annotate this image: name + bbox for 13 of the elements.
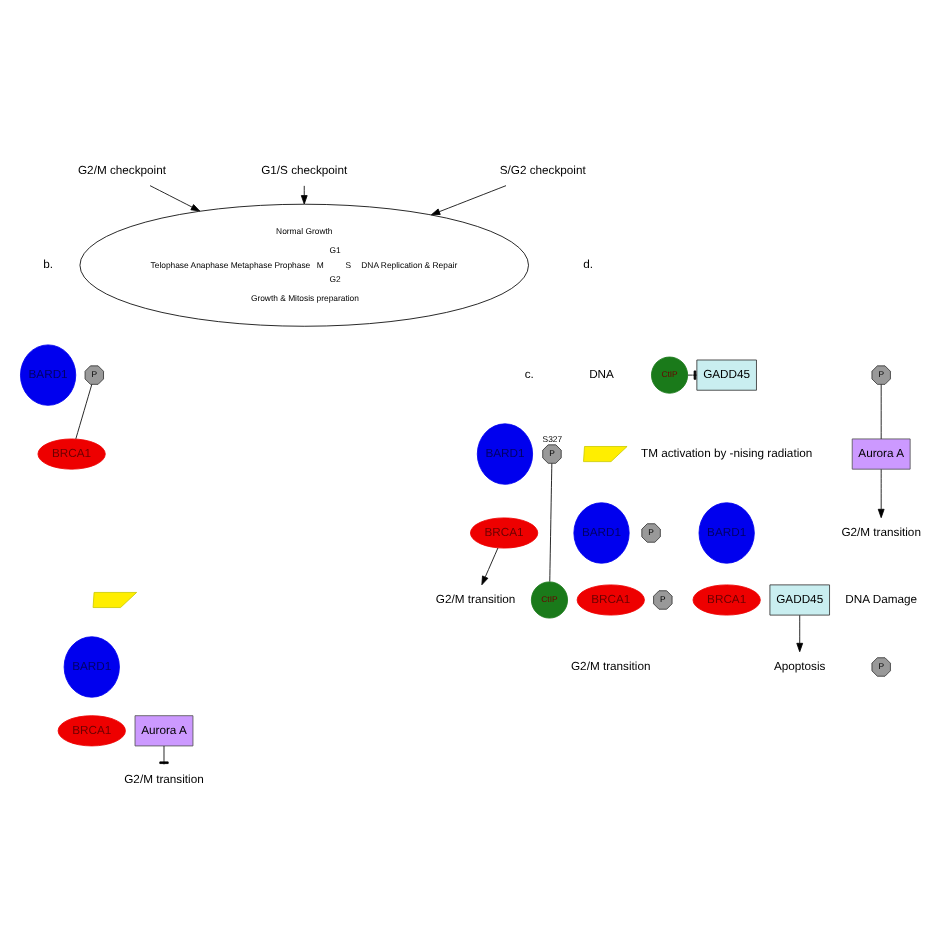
connector <box>159 744 169 764</box>
arrow <box>430 184 507 215</box>
connector <box>549 462 553 581</box>
node-bolt <box>92 591 138 607</box>
arrow <box>149 184 201 211</box>
arrow <box>481 546 499 585</box>
arrow <box>300 184 308 204</box>
connector <box>880 383 882 439</box>
arrow <box>796 613 804 652</box>
connector <box>687 369 698 379</box>
connector <box>75 383 93 439</box>
node-bolt <box>583 445 628 462</box>
arrow <box>877 468 885 518</box>
